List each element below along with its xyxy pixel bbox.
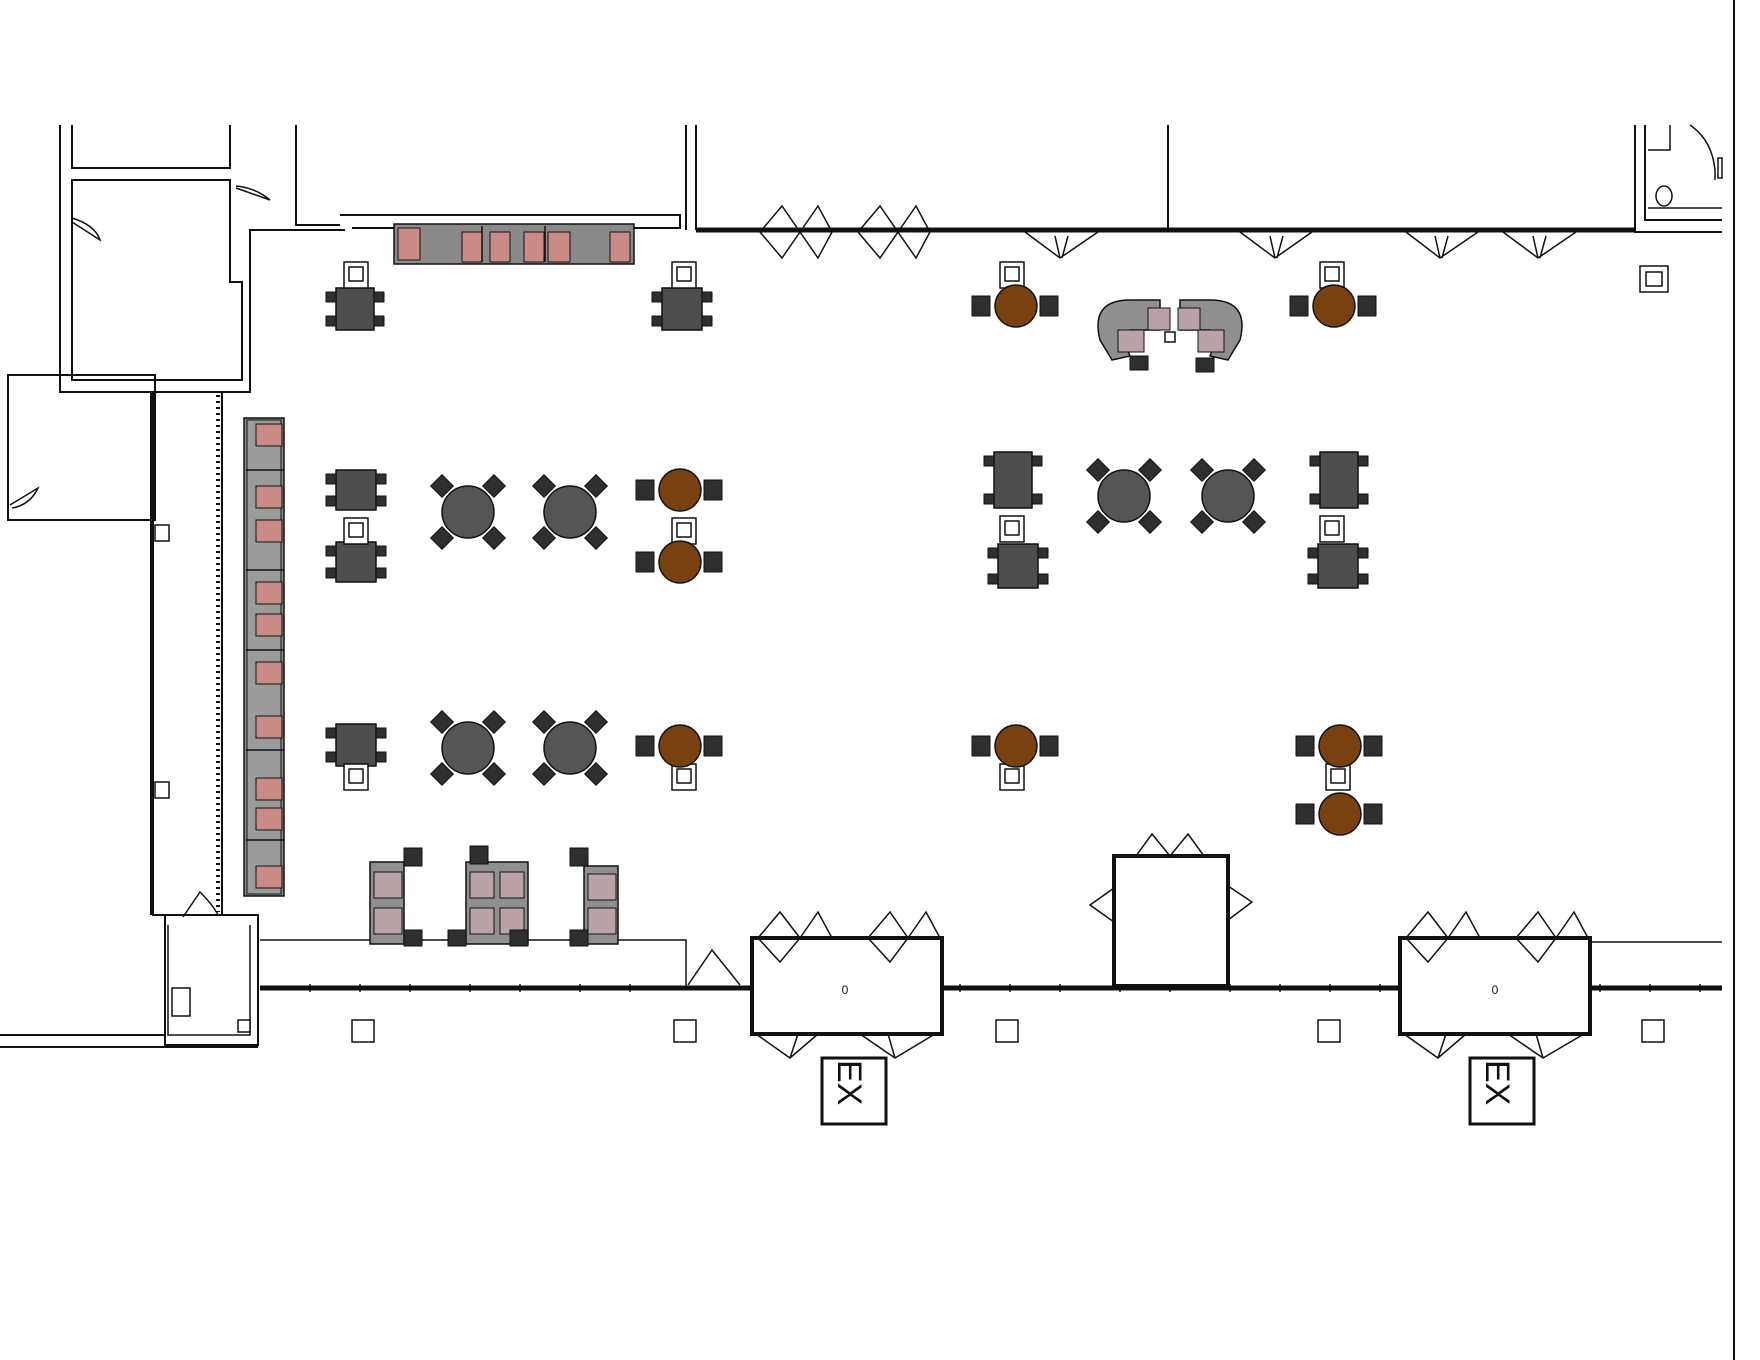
exit-sign-label: EX [1478, 1060, 1516, 1105]
round-table [1295, 724, 1383, 768]
round-table [1189, 457, 1267, 535]
round-table [635, 540, 723, 584]
left-corridor [0, 392, 259, 1048]
square-table [1307, 543, 1369, 589]
square-table [651, 287, 713, 331]
round-table [971, 724, 1059, 768]
sofa-top [393, 223, 635, 265]
square-table [1309, 451, 1369, 509]
entry-vestibule-left: 0 EX [750, 910, 944, 1126]
round-table [429, 473, 507, 551]
square-tables [325, 261, 1369, 791]
booth-cluster-top [1097, 299, 1243, 373]
chair [999, 261, 1025, 289]
square-table [325, 287, 385, 331]
chair [1319, 515, 1345, 543]
booth-cluster-bottom [369, 845, 619, 947]
round-table [1295, 792, 1383, 836]
square-table [325, 723, 387, 767]
round-table [531, 473, 609, 551]
square-table [325, 541, 387, 583]
door-mark-label: 0 [1492, 983, 1499, 997]
upper-left-rooms [7, 125, 697, 521]
round-table [635, 468, 723, 512]
round-tables-dark [429, 457, 1267, 787]
round-tables-brown [635, 284, 1383, 836]
round-table [1085, 457, 1163, 535]
square-table [325, 469, 387, 511]
square-table [987, 543, 1049, 589]
center-enclosure [1088, 832, 1254, 988]
banquette-left [243, 417, 285, 897]
chair [671, 763, 697, 791]
chair [1325, 763, 1351, 791]
top-exterior-wall [696, 124, 1723, 293]
round-table [971, 284, 1059, 328]
chair [999, 763, 1025, 791]
round-table [635, 724, 723, 768]
chair [343, 517, 369, 545]
chair [671, 261, 697, 289]
round-table [531, 709, 609, 787]
chair [999, 515, 1025, 543]
chair [343, 261, 369, 289]
chair [343, 763, 369, 791]
square-table [983, 451, 1043, 509]
chair [1319, 261, 1345, 289]
entry-vestibule-right: 0 EX [1398, 910, 1592, 1126]
exit-sign-label: EX [830, 1060, 868, 1105]
round-table [429, 709, 507, 787]
chair [671, 517, 697, 545]
door-mark-label: 0 [842, 983, 849, 997]
round-table [1289, 284, 1377, 328]
